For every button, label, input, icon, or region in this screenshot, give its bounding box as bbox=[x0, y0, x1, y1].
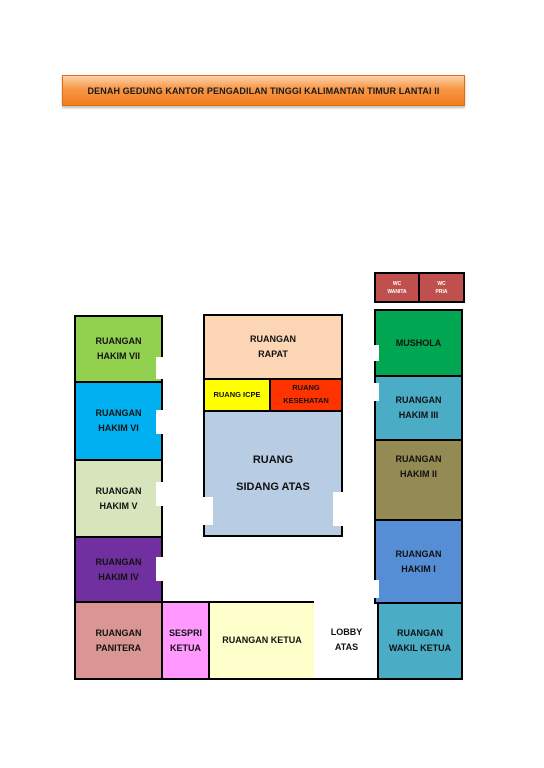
room-hakim-iv[interactable]: RUANGAN HAKIM IV bbox=[74, 536, 163, 603]
room-label: PRIA bbox=[435, 288, 448, 295]
room-label: RAPAT bbox=[258, 349, 288, 359]
door-hakim-iv bbox=[156, 557, 168, 581]
door-mushola bbox=[369, 345, 379, 361]
door-hakim-v bbox=[156, 482, 168, 506]
room-label: SIDANG ATAS bbox=[236, 480, 310, 493]
door-sidang-left bbox=[199, 497, 213, 525]
room-label: RUANGAN bbox=[250, 334, 296, 345]
room-label: LOBBY bbox=[330, 626, 363, 637]
room-label: WC bbox=[437, 280, 446, 287]
door-hakim-vi bbox=[156, 410, 168, 434]
room-icpe[interactable]: RUANG ICPE bbox=[203, 378, 271, 412]
room-mushola[interactable]: MUSHOLA bbox=[374, 309, 463, 377]
room-label: PANITERA bbox=[95, 642, 142, 653]
room-hakim-v[interactable]: RUANGAN HAKIM V bbox=[74, 459, 163, 538]
room-sidang-atas[interactable]: RUANG SIDANG ATAS bbox=[203, 410, 343, 537]
room-label: RUANGAN bbox=[395, 454, 442, 465]
room-label: SESPRI bbox=[168, 627, 202, 638]
room-label: RUANG bbox=[252, 454, 294, 467]
room-label: RUANGAN bbox=[95, 627, 142, 638]
room-sespri-ketua[interactable]: SESPRI KETUA bbox=[161, 601, 210, 680]
room-panitera[interactable]: RUANGAN PANITERA bbox=[74, 601, 163, 680]
room-label: WAKIL KETUA bbox=[388, 643, 452, 653]
room-hakim-i[interactable]: RUANGAN HAKIM I bbox=[374, 519, 463, 604]
room-label: RUANGAN bbox=[395, 395, 442, 406]
room-ketua[interactable]: RUANGAN KETUA bbox=[208, 601, 316, 680]
door-hakim-vii bbox=[156, 357, 168, 379]
room-lobby-atas[interactable]: LOBBY ATAS bbox=[314, 601, 379, 680]
floor-plan-title: DENAH GEDUNG KANTOR PENGADILAN TINGGI KA… bbox=[62, 75, 465, 106]
room-hakim-ii[interactable]: RUANGAN HAKIM II bbox=[374, 439, 463, 521]
room-label: RUANGAN bbox=[95, 556, 142, 567]
room-label: RUANGAN bbox=[397, 628, 443, 639]
room-label: KETUA bbox=[169, 642, 201, 653]
room-label: RUANG ICPE bbox=[213, 389, 261, 399]
room-kesehatan[interactable]: RUANG KESEHATAN bbox=[269, 378, 343, 412]
room-label: HAKIM II bbox=[400, 469, 437, 479]
room-wakil-ketua[interactable]: RUANGAN WAKIL KETUA bbox=[377, 602, 463, 680]
room-label: KESEHATAN bbox=[283, 396, 329, 405]
room-hakim-vii[interactable]: RUANGAN HAKIM VII bbox=[74, 315, 163, 383]
room-label: WC bbox=[392, 280, 402, 287]
room-rapat[interactable]: RUANGAN RAPAT bbox=[203, 314, 343, 380]
room-label: HAKIM VII bbox=[96, 351, 140, 361]
door-hakim-iii bbox=[369, 383, 379, 401]
room-label: RUANGAN bbox=[95, 485, 142, 496]
room-label: RUANG bbox=[292, 383, 320, 393]
room-label: RUANGAN bbox=[95, 408, 142, 419]
room-label: RUANGAN bbox=[395, 548, 442, 559]
room-label: HAKIM IV bbox=[98, 571, 139, 582]
room-label: HAKIM III bbox=[398, 410, 439, 420]
room-label: HAKIM V bbox=[99, 500, 138, 511]
door-sidang-right bbox=[333, 492, 347, 526]
room-label: ATAS bbox=[334, 641, 359, 652]
room-label: HAKIM VI bbox=[98, 423, 139, 433]
room-hakim-iii[interactable]: RUANGAN HAKIM III bbox=[374, 375, 463, 441]
room-label: WANITA bbox=[387, 288, 407, 295]
room-label: HAKIM I bbox=[401, 563, 436, 574]
room-label: RUANGAN KETUA bbox=[222, 635, 302, 646]
room-label: RUANGAN bbox=[95, 336, 142, 347]
room-label: MUSHOLA bbox=[395, 337, 442, 348]
door-hakim-i bbox=[369, 580, 379, 598]
room-hakim-vi[interactable]: RUANGAN HAKIM VI bbox=[74, 381, 163, 461]
